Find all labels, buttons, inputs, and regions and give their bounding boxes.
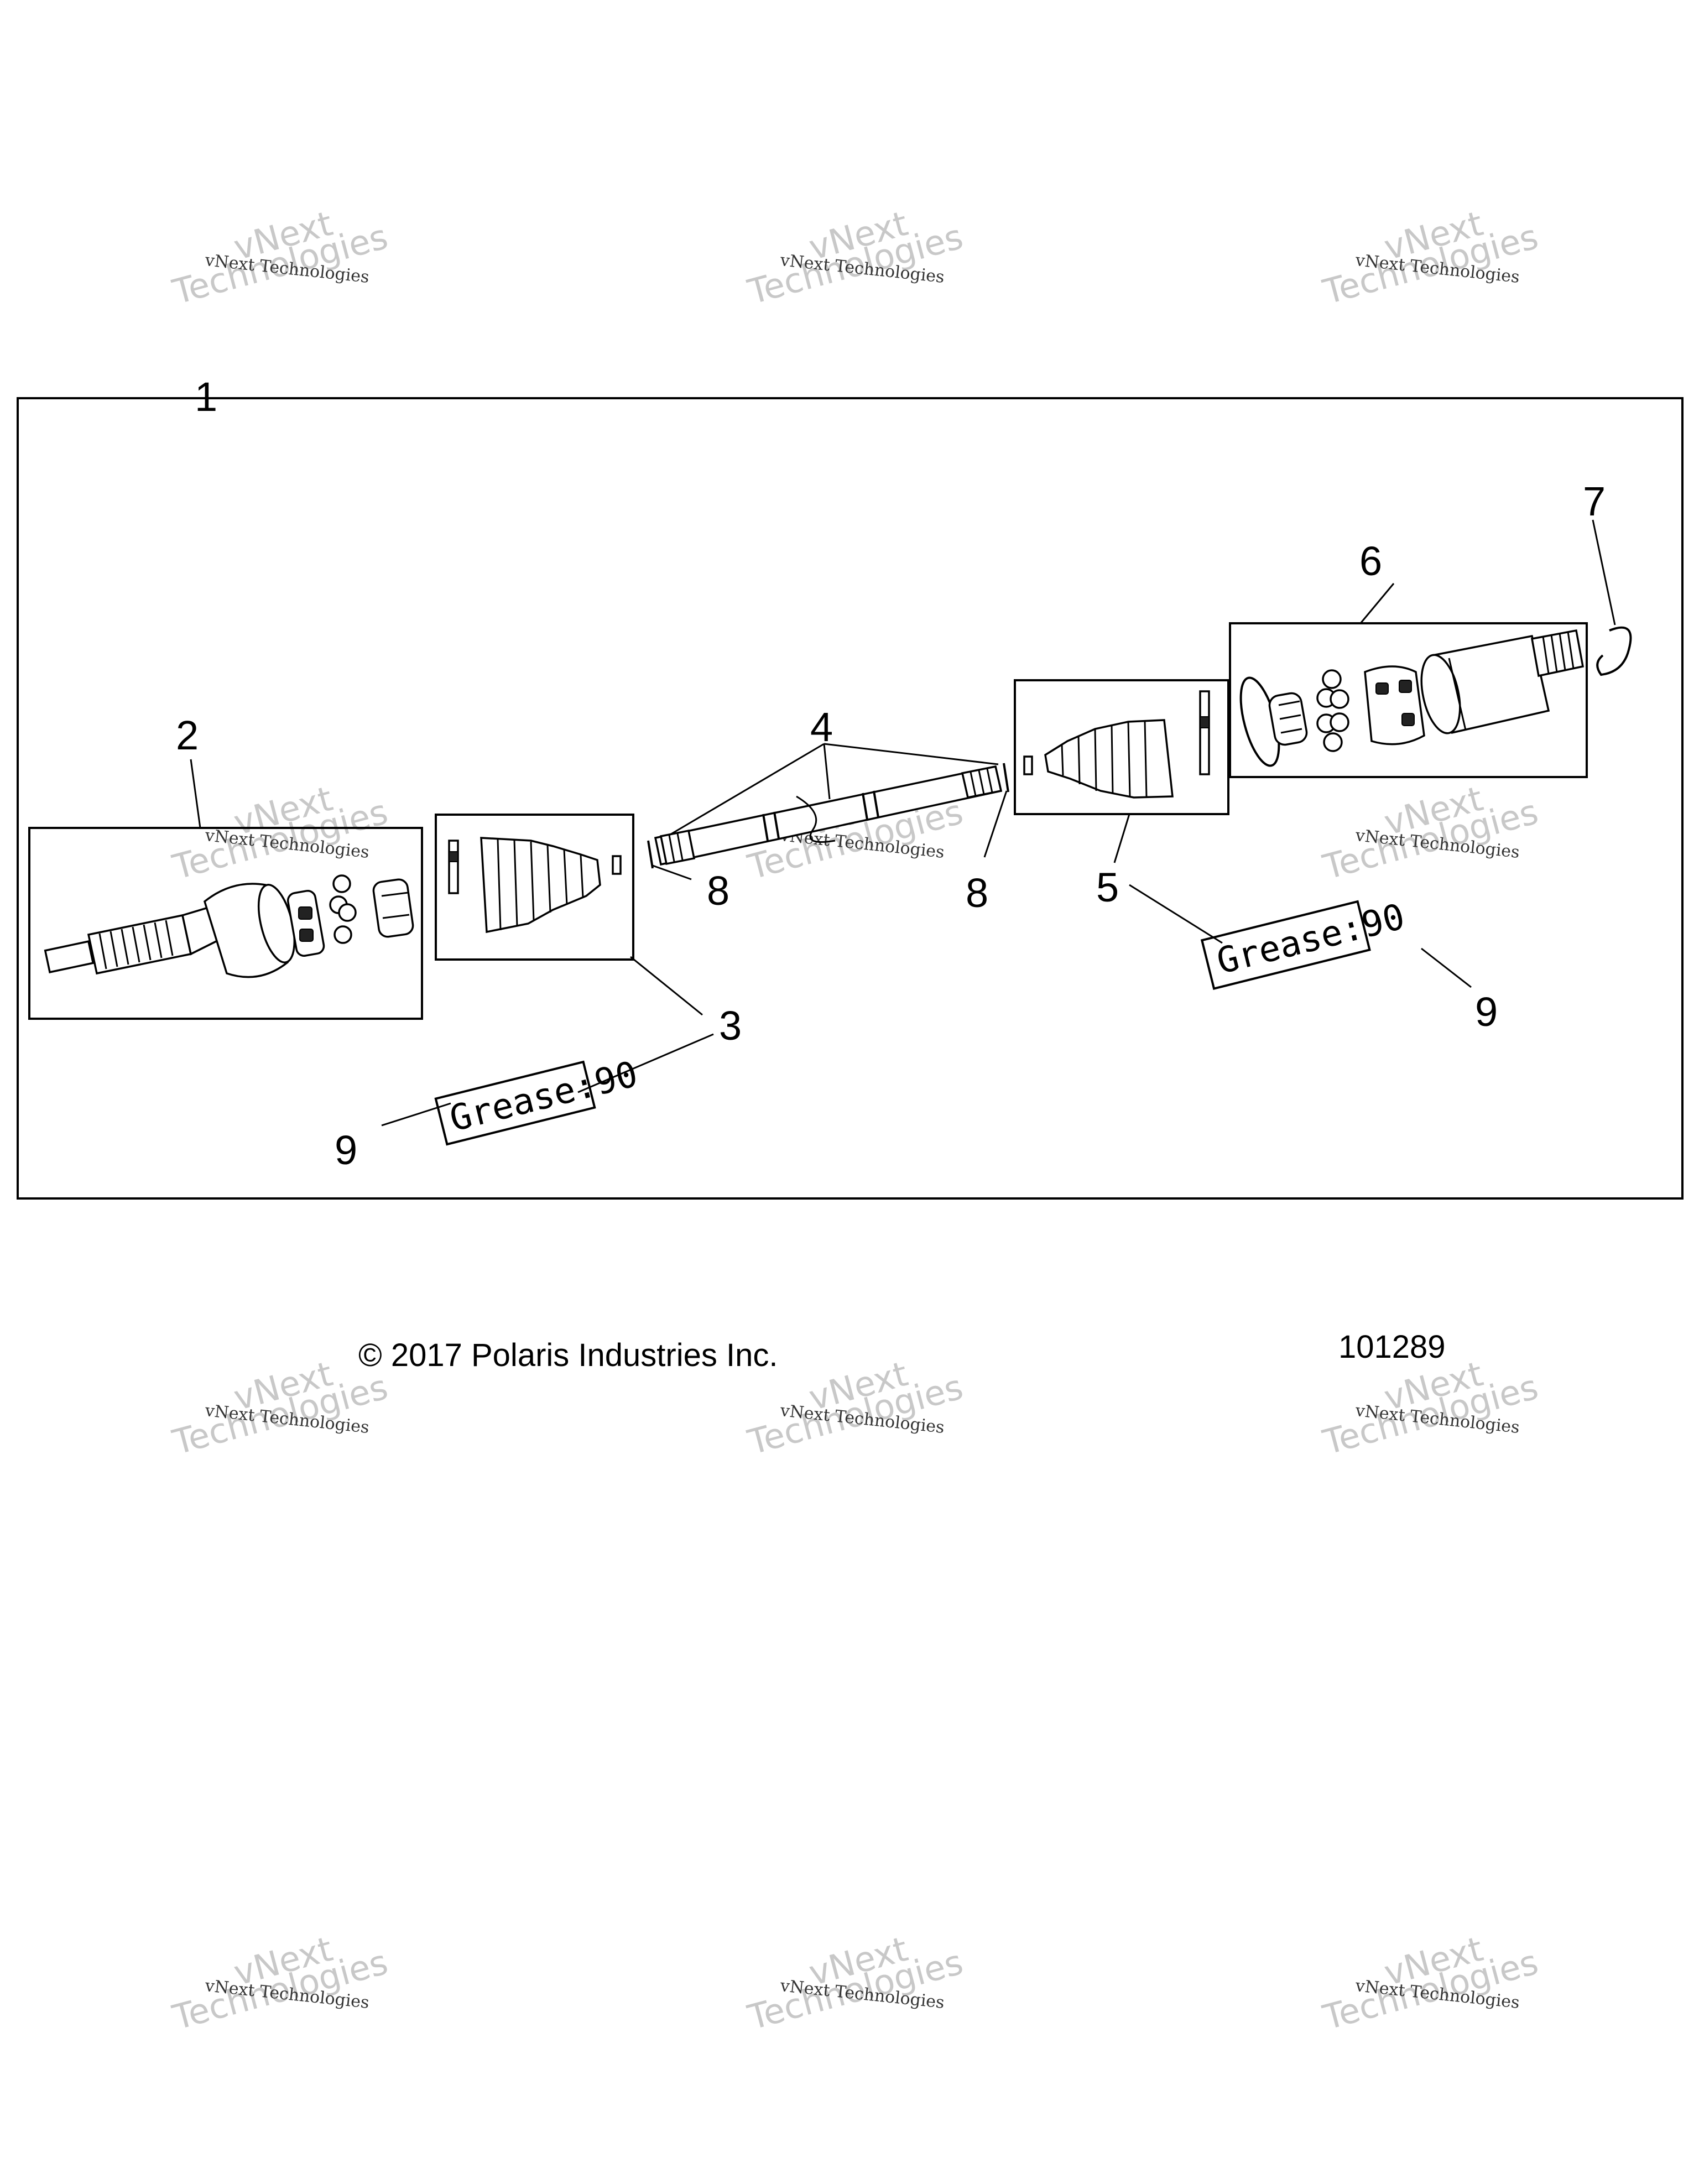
ball [1323,732,1343,752]
cv-boot [480,837,601,934]
copyright-notice: © 2017 Polaris Industries Inc. [358,1337,778,1373]
grease-label: Grease:90 [1213,896,1409,983]
shaft-circlip-left [647,840,654,869]
watermark: vNext Technologies vNext Technologies [168,1928,392,2038]
housing-ridge [1448,658,1467,731]
boot-clamp-buckle [449,851,458,862]
shaft-band [862,793,868,820]
callout-1: 1 [195,374,217,420]
stub-shaft [1530,629,1585,677]
spline-teeth [98,920,174,969]
callout-4: 4 [810,704,833,750]
cage [286,889,325,957]
cage [1364,665,1425,746]
watermark: vNext Technologies vNext Technologies [743,203,967,312]
shaft-break-mark [796,795,836,843]
grease-packet-left: Grease:90 [434,1054,642,1146]
assembly-frame [17,397,1684,1200]
shaft-spline-teeth [668,768,993,862]
small-clamp [1023,755,1033,775]
cage-window [1401,713,1415,726]
callouts: 1 2 3 4 5 6 7 8 8 9 9 [176,374,1606,1173]
grease-packet-box [1200,900,1371,990]
ball [1330,712,1349,732]
watermark: vNext Technologies vNext Technologies [1318,1928,1542,2038]
boot-convolutions [497,838,584,931]
splined-shaft [87,914,192,975]
stub-shaft [44,940,95,973]
shaft-band [762,814,769,841]
ball [1330,689,1349,709]
cage-window [1375,682,1389,695]
spider-spline [1279,714,1301,720]
kit-box-5 [1014,679,1229,815]
callout-7: 7 [1583,478,1606,524]
callout-5: 5 [1096,864,1119,910]
callout-9-left: 9 [335,1127,357,1173]
outboard-cv-joint-kit [28,827,423,1020]
boot-kit-5 [1014,679,1229,815]
axle-shaft [647,763,1009,869]
boot-convolutions [1061,720,1148,798]
ball [333,925,352,944]
shaft-band [873,790,879,818]
watermark: vNext Technologies vNext Technologies [743,1928,967,2038]
boot-clamp [1199,690,1210,775]
callout-6: 6 [1359,538,1382,584]
callout-8-left: 8 [707,868,729,914]
inner-race-groove [382,914,410,919]
small-clamp [612,855,622,875]
grease-packet-box [434,1060,596,1146]
leader-lines [190,519,1616,1127]
tripod-spider [1268,692,1308,746]
watermark: vNext Technologies vNext Technologies [1318,778,1542,888]
kit-box-2 [28,827,423,1020]
shaft-circlip-right [1003,763,1009,793]
snap-ring [1596,626,1632,676]
grease-packet-right: Grease:90 [1200,896,1409,990]
ball [332,874,351,893]
boot-kit-3 [435,814,634,961]
boot-clamp-buckle [1200,716,1210,728]
watermark: vNext Technologies vNext Technologies [168,203,392,312]
callout-9-right: 9 [1475,989,1498,1035]
callout-2: 2 [176,712,199,758]
callout-8-right: 8 [966,870,988,916]
ball [1322,669,1342,689]
plunge-joint-kit [1229,622,1588,778]
watermark: vNext Technologies vNext Technologies [1318,1353,1542,1463]
stub-spline-teeth [1542,631,1575,674]
cage-window [1399,680,1412,693]
cv-boot [1044,719,1174,799]
figure-number: 101289 [1338,1329,1446,1365]
watermark: vNext Technologies vNext Technologies [1318,203,1542,312]
watermark: vNext Technologies vNext Technologies [168,778,392,888]
callout-3: 3 [719,1003,742,1049]
inner-race-groove [381,892,409,897]
shaft-band [773,811,780,839]
boot-clamp [448,840,459,894]
spider-spline [1280,728,1302,734]
inner-race [372,878,414,938]
kit-box-3 [435,814,634,961]
grease-label: Grease:90 [446,1054,642,1140]
cage-window [299,929,314,942]
watermark-layer: vNext Technologies vNext Technologies vN… [168,203,1542,2038]
housing-mouth [1420,654,1461,734]
kit-box-6 [1229,622,1588,778]
ball [338,903,357,922]
cage-window [298,906,312,920]
spider-spline [1278,700,1300,706]
